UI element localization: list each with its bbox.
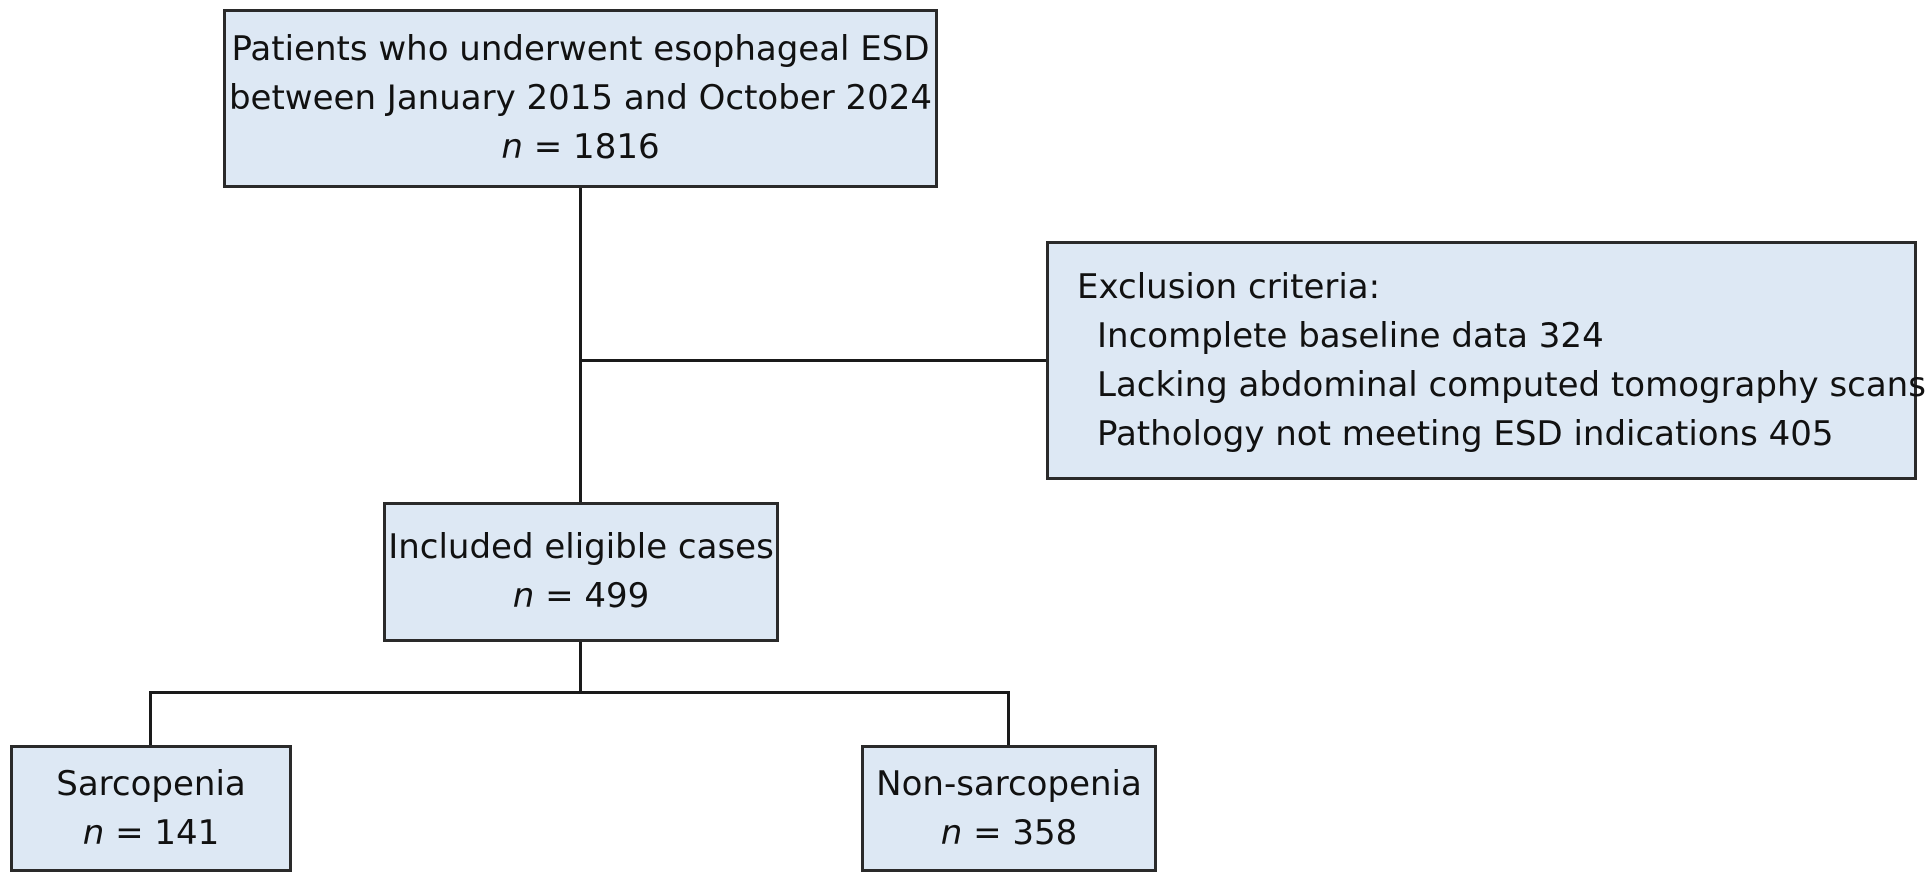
exclusion-item: Lacking abdominal computed tomography sc… bbox=[1097, 365, 1925, 405]
non-sarcopenia-label: Non-sarcopenia bbox=[876, 763, 1142, 804]
connector-to-non-sarcopenia bbox=[1007, 691, 1010, 746]
source-count: n = 1816 bbox=[501, 123, 659, 172]
source-line-1: Patients who underwent esophageal ESD bbox=[231, 29, 930, 69]
non-sarcopenia-count-value: = 358 bbox=[962, 812, 1078, 853]
non-sarcopenia-count: n = 358 bbox=[941, 809, 1078, 858]
included-count-variable: n bbox=[512, 576, 535, 616]
connector-source-to-included bbox=[579, 188, 582, 502]
exclusion-item: Incomplete baseline data 324 bbox=[1097, 316, 1604, 356]
non-sarcopenia-count-variable: n bbox=[940, 812, 963, 853]
box-source-population: Patients who underwent esophageal ESD be… bbox=[223, 9, 938, 188]
connector-split-horizontal bbox=[149, 691, 1010, 694]
connector-exclusion-branch bbox=[579, 359, 1047, 362]
sarcopenia-label: Sarcopenia bbox=[56, 763, 246, 804]
exclusion-title: Exclusion criteria: bbox=[1077, 267, 1381, 307]
box-sarcopenia: Sarcopenia n = 141 bbox=[10, 745, 292, 872]
box-included-cases: Included eligible cases n = 499 bbox=[383, 502, 779, 642]
source-line-2: between January 2015 and October 2024 bbox=[228, 78, 933, 118]
source-count-variable: n bbox=[501, 127, 523, 167]
connector-included-to-split bbox=[579, 642, 582, 694]
box-non-sarcopenia: Non-sarcopenia n = 358 bbox=[861, 745, 1157, 872]
exclusion-item: Pathology not meeting ESD indications 40… bbox=[1097, 414, 1834, 454]
included-count: n = 499 bbox=[513, 572, 650, 621]
included-label: Included eligible cases bbox=[388, 527, 774, 567]
source-count-value: = 1816 bbox=[522, 127, 660, 167]
included-count-value: = 499 bbox=[534, 576, 650, 616]
box-exclusion-criteria: Exclusion criteria: Incomplete baseline … bbox=[1046, 241, 1925, 480]
sarcopenia-count: n = 141 bbox=[83, 809, 220, 858]
sarcopenia-count-variable: n bbox=[82, 812, 105, 853]
connector-to-sarcopenia bbox=[149, 691, 152, 746]
sarcopenia-count-value: = 141 bbox=[104, 812, 220, 853]
